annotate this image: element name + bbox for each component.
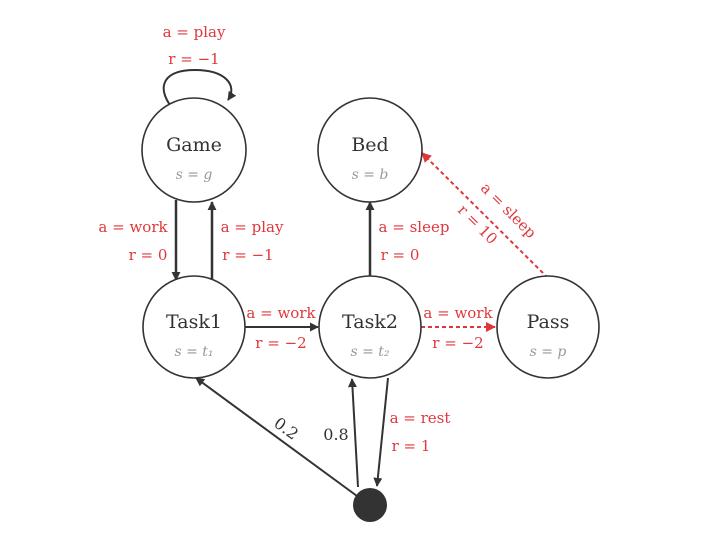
- label-prob-to-task1: 0.2: [270, 413, 302, 443]
- edge-task2-to-chance: [373, 377, 389, 487]
- edge-chance-to-task2: [347, 378, 359, 488]
- state-bed-name: Bed: [351, 134, 388, 156]
- label-task1-to-game-action: a = play: [221, 218, 284, 236]
- label-task2-rest-action: a = rest: [390, 409, 451, 427]
- chance-node: [353, 488, 387, 522]
- label-task1-to-game-reward: r = −1: [222, 246, 273, 264]
- state-task2-sub: s = t₂: [350, 344, 389, 360]
- edge-chance-to-task1: [195, 377, 358, 497]
- label-task2-to-bed-action: a = sleep: [379, 218, 450, 236]
- edge-game-self-loop: [162, 68, 237, 109]
- state-bed-sub: s = b: [352, 167, 389, 183]
- state-bed: Bed s = b: [317, 97, 423, 203]
- state-task2-name: Task2: [342, 311, 398, 333]
- label-prob-to-task2: 0.8: [323, 425, 348, 444]
- label-task2-to-bed-reward: r = 0: [381, 246, 420, 264]
- state-task2: Task2 s = t₂: [318, 275, 422, 379]
- state-game: Game s = g: [141, 97, 247, 203]
- label-task1-to-task2-reward: r = −2: [255, 334, 306, 352]
- state-pass: Pass s = p: [496, 275, 600, 379]
- edge-pass-to-bed: [421, 152, 549, 279]
- label-game-self-action: a = play: [163, 23, 226, 41]
- label-game-to-task1-reward: r = 0: [129, 246, 168, 264]
- state-pass-sub: s = p: [530, 344, 567, 360]
- label-task1-to-task2-action: a = work: [246, 304, 316, 322]
- state-game-name: Game: [166, 134, 222, 156]
- label-task2-to-pass-action: a = work: [423, 304, 493, 322]
- label-task2-rest-reward: r = 1: [392, 437, 431, 455]
- label-game-self-reward: r = −1: [168, 50, 219, 68]
- state-task1-sub: s = t₁: [174, 344, 213, 360]
- state-task1: Task1 s = t₁: [142, 275, 246, 379]
- label-task2-to-pass-reward: r = −2: [432, 334, 483, 352]
- state-game-sub: s = g: [176, 167, 213, 183]
- state-pass-name: Pass: [527, 311, 570, 333]
- state-task1-name: Task1: [166, 311, 222, 333]
- label-game-to-task1-action: a = work: [98, 218, 168, 236]
